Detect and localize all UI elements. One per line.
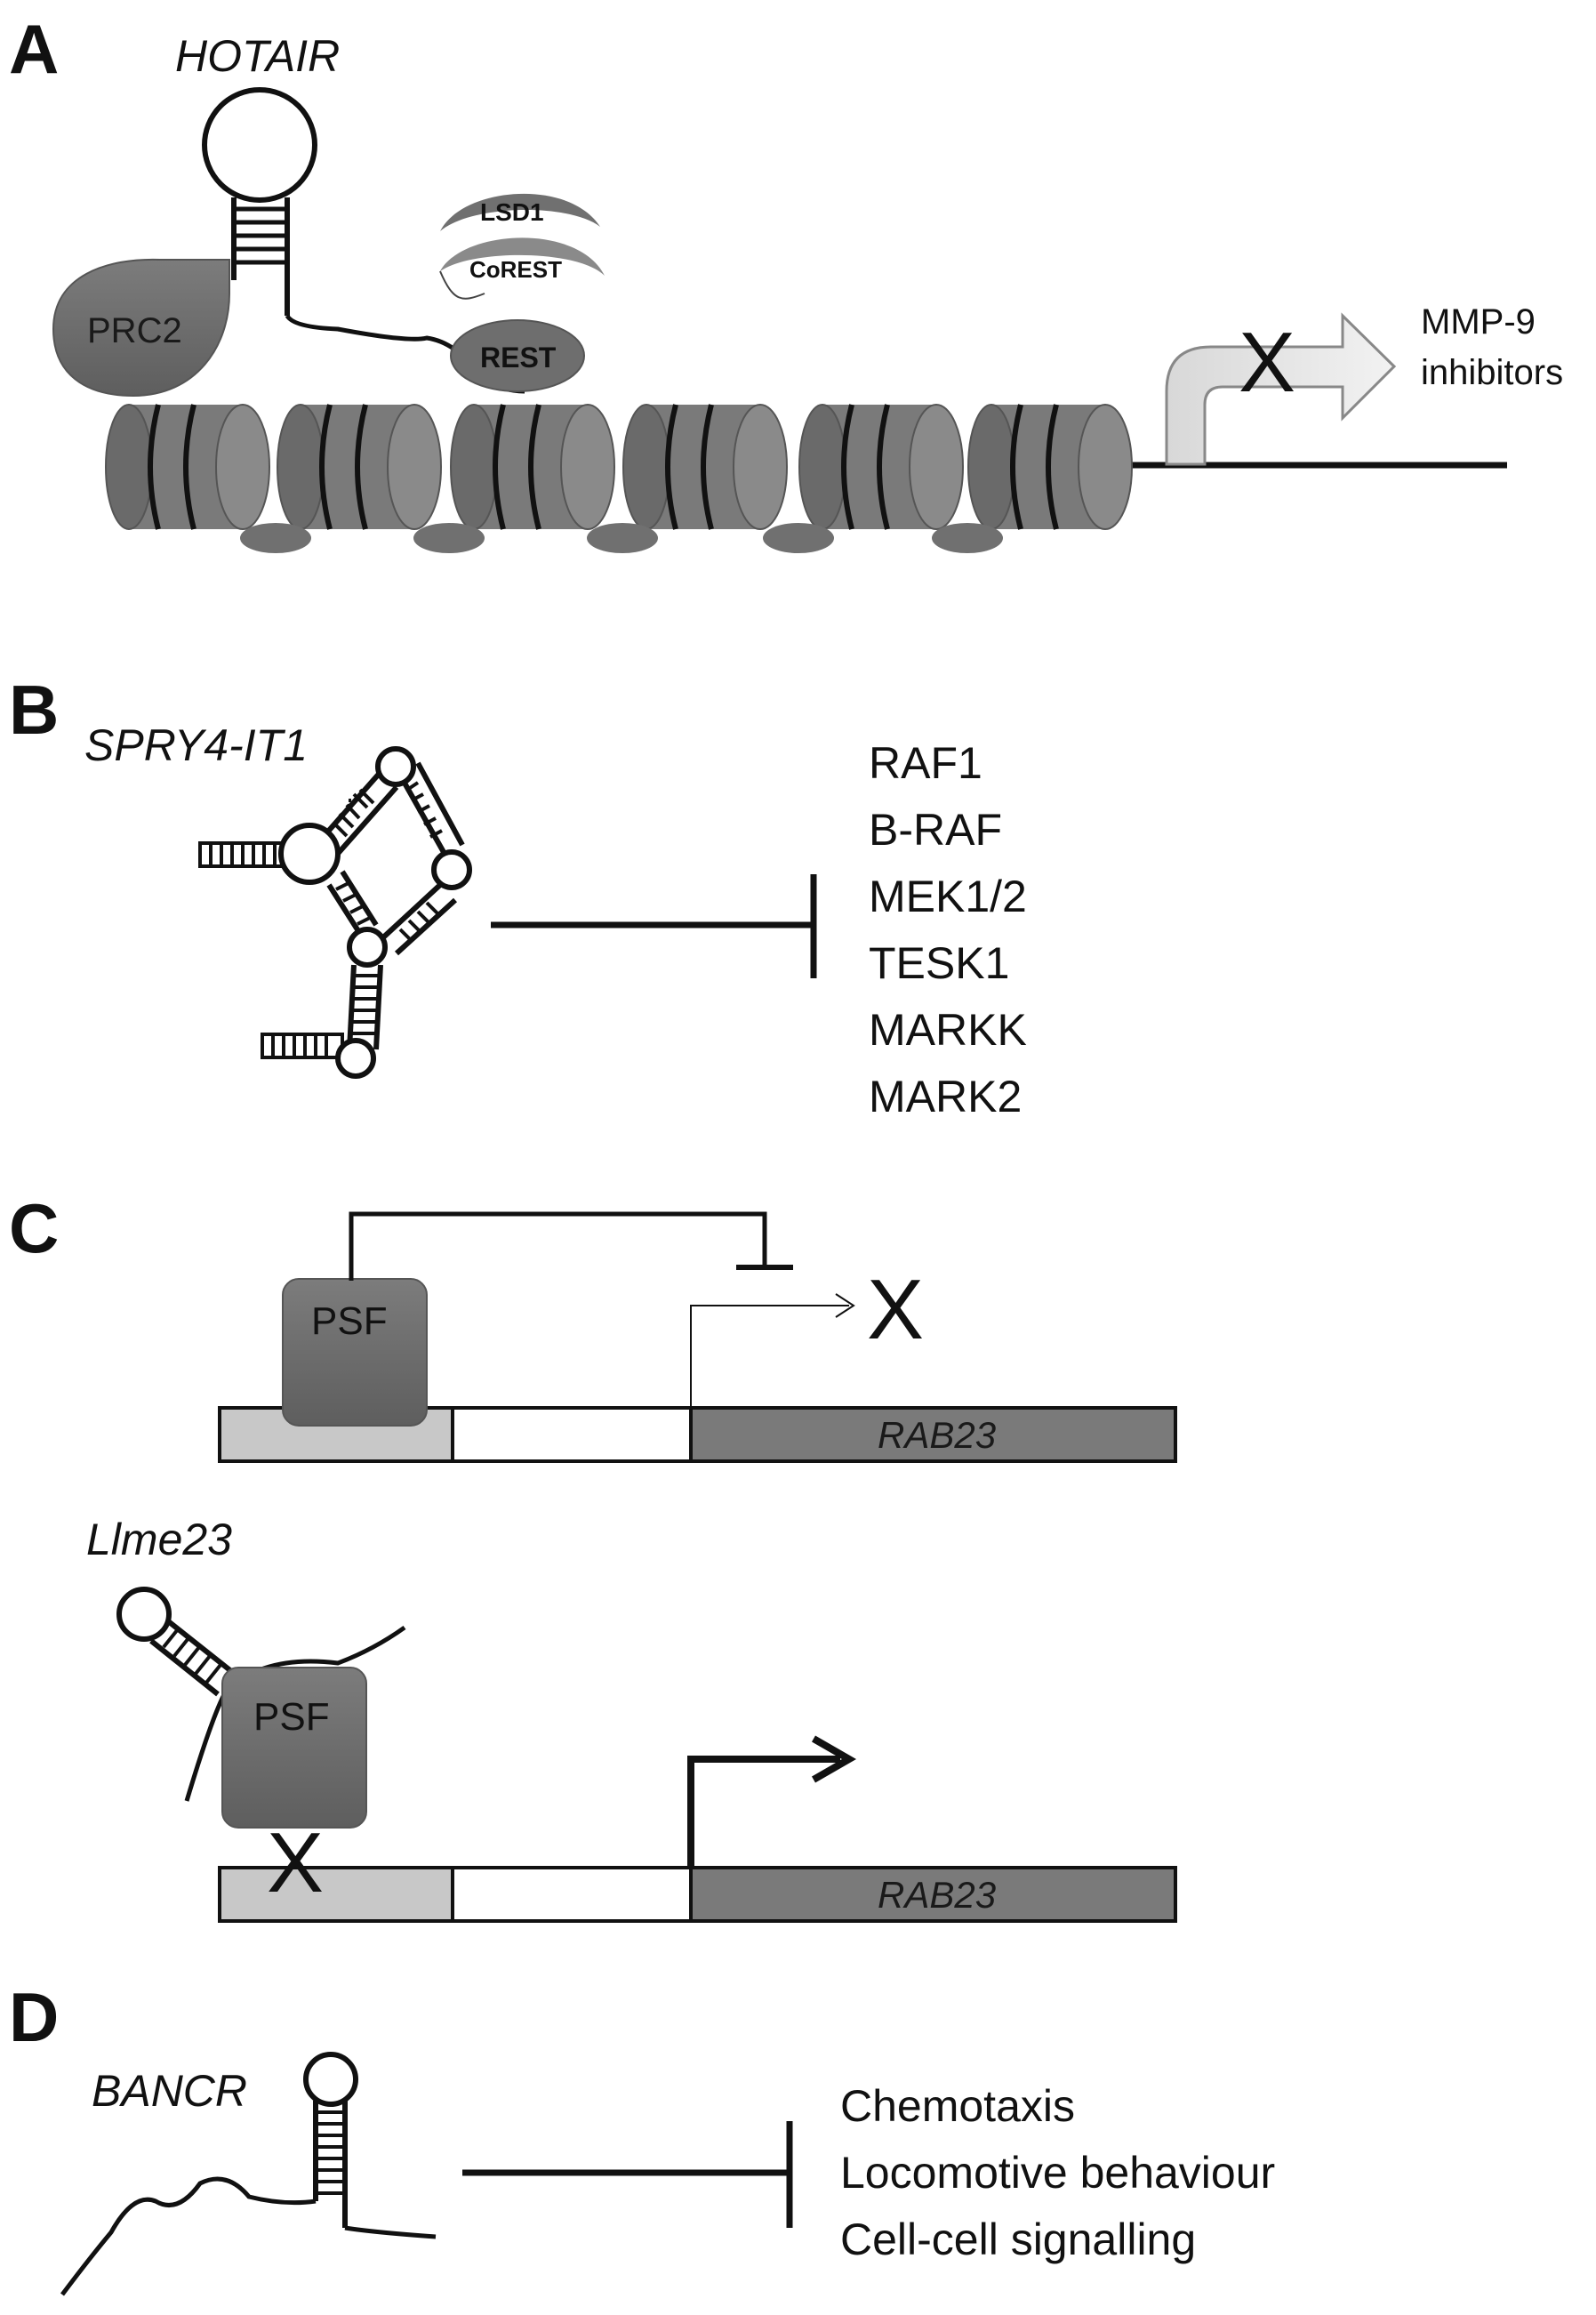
construct-active: RAB23 PSF X [116, 1587, 1177, 1923]
prc2-complex: PRC2 [52, 258, 230, 398]
llme23-label: Llme23 [86, 1515, 232, 1564]
target-item: TESK1 [869, 938, 1009, 988]
construct-repressed: RAB23 PSF X [218, 1211, 1177, 1463]
nucleosome [967, 404, 1133, 530]
nucleosome [622, 404, 788, 530]
nucleosome [450, 404, 615, 530]
panel-b: B SPRY4-IT1 [9, 671, 1027, 1121]
rab23-gene-body [689, 1866, 1177, 1923]
repression-line [349, 1211, 767, 1281]
bancr-label: BANCR [92, 2066, 247, 2116]
psf-label-top: PSF [311, 1299, 388, 1343]
spacer-region [451, 1406, 693, 1463]
target-item: MARKK [869, 1005, 1027, 1055]
spry4-it1-label: SPRY4-IT1 [84, 720, 308, 770]
target-item: Locomotive behaviour [840, 2148, 1275, 2198]
spry4-it1-rna [198, 746, 472, 1079]
llme23-rna [116, 1587, 406, 1802]
nucleosome [798, 404, 964, 530]
mmp9-label-line2: inhibitors [1421, 353, 1563, 392]
block-mark-a: X [1239, 315, 1295, 410]
prc2-label: PRC2 [87, 311, 182, 350]
cofactor-stack: LSD1 CoREST REST [439, 193, 605, 392]
mmp9-label-line1: MMP-9 [1421, 302, 1536, 342]
block-mark-c-bottom: X [267, 1815, 324, 1910]
target-item: MEK1/2 [869, 872, 1027, 921]
target-item: MARK2 [869, 1072, 1022, 1121]
spry4-target-list: RAF1 B-RAF MEK1/2 TESK1 MARKK MARK2 [869, 738, 1027, 1121]
rab23-label-top: RAB23 [878, 1414, 996, 1456]
panel-d-letter: D [9, 1978, 59, 2056]
panel-b-letter: B [9, 671, 59, 749]
psf-label-bottom: PSF [253, 1695, 330, 1739]
rab23-gene-body [689, 1406, 1177, 1463]
tss-arrow-weak [690, 1305, 849, 1408]
psf-protein-bottom [221, 1667, 367, 1829]
rab23-label-bottom: RAB23 [878, 1874, 996, 1916]
panel-c-letter: C [9, 1189, 59, 1267]
psf-protein-top [282, 1278, 428, 1427]
promoter-region [218, 1866, 454, 1923]
panel-c: C RAB23 PSF X Llme23 RAB23 [9, 1189, 1177, 1923]
target-item: RAF1 [869, 738, 982, 788]
bancr-target-list: Chemotaxis Locomotive behaviour Cell-cel… [840, 2081, 1275, 2264]
hotair-label: HOTAIR [175, 31, 340, 81]
spacer-region [451, 1866, 693, 1923]
bancr-rna [60, 2052, 437, 2296]
panel-d: D BANCR Chemotaxis Locomotive behaviour … [9, 1978, 1275, 2296]
hotair-rna [202, 87, 525, 394]
target-item: Chemotaxis [840, 2081, 1075, 2131]
nucleosome [105, 404, 270, 530]
target-item: Cell-cell signalling [840, 2215, 1196, 2264]
corest-label: CoREST [469, 256, 562, 283]
nucleosome-array [105, 404, 1133, 553]
tss-arrow-active [687, 1756, 840, 1868]
panel-a-letter: A [9, 10, 59, 88]
lsd1-label: LSD1 [480, 198, 544, 226]
rest-label: REST [480, 342, 557, 374]
panel-a: A HOTAIR [9, 10, 1563, 553]
target-item: B-RAF [869, 805, 1002, 855]
block-mark-c: X [867, 1262, 924, 1357]
blocked-transcription-arrow: X [1165, 312, 1397, 466]
nucleosome [277, 404, 442, 530]
